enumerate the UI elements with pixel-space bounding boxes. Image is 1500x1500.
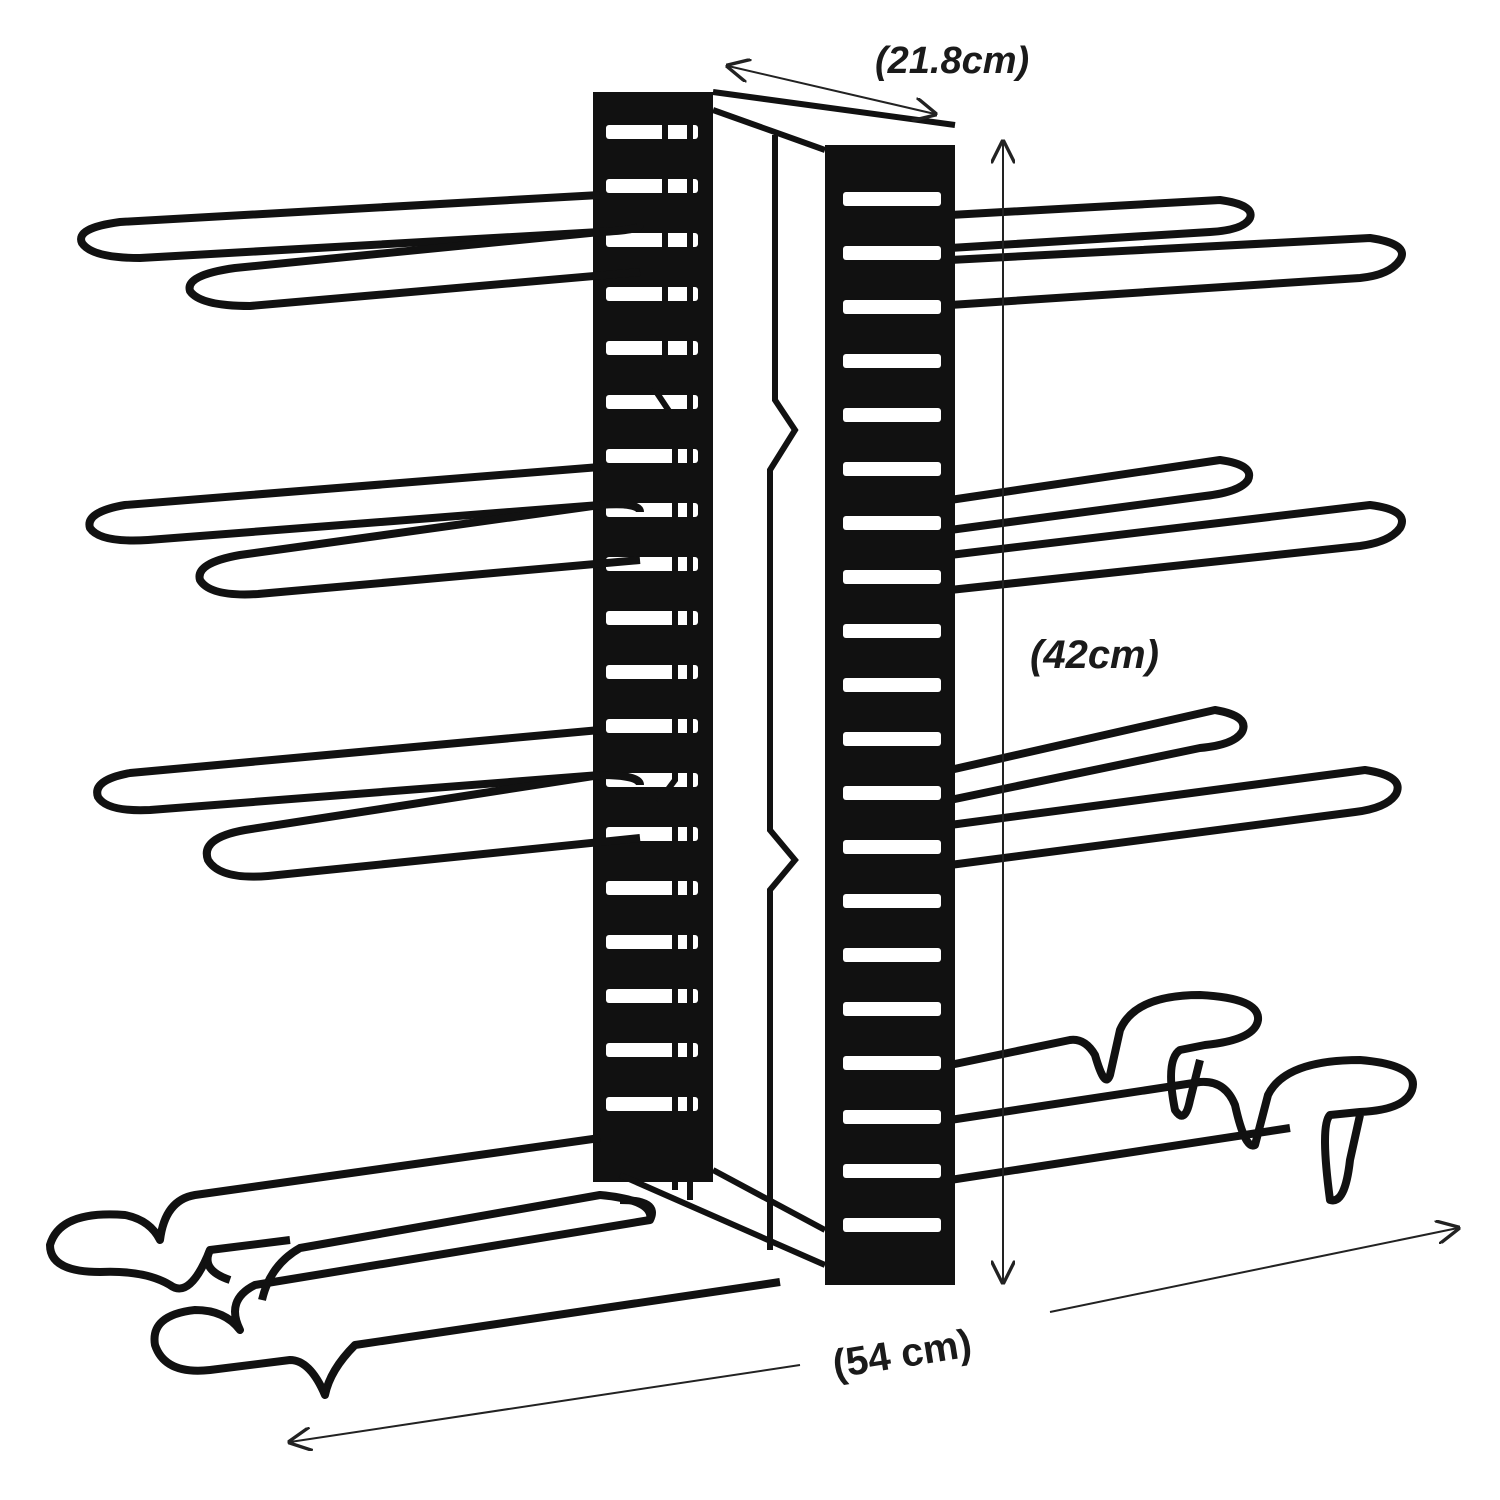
- panel-slot: [843, 1164, 941, 1178]
- panel-slot: [843, 1056, 941, 1070]
- panel-slot: [843, 516, 941, 530]
- width-arrow-right: [1049, 1228, 1458, 1313]
- panel-slot: [606, 233, 698, 247]
- panel-slot: [843, 462, 941, 476]
- panel-slot: [843, 732, 941, 746]
- panel-slot: [606, 341, 698, 355]
- panel-slot: [843, 408, 941, 422]
- panel-slot: [843, 1002, 941, 1016]
- panel-slot: [843, 246, 941, 260]
- depth-arrow: [728, 66, 935, 114]
- panel-slot: [606, 935, 698, 949]
- panel-slot: [843, 786, 941, 800]
- panel-slot: [843, 678, 941, 692]
- right-arms: [949, 196, 1406, 869]
- panel-slot: [843, 840, 941, 854]
- panel-slot: [843, 570, 941, 584]
- front-frame-panel: [825, 145, 955, 1285]
- panel-slot: [843, 894, 941, 908]
- panel-slot: [606, 287, 698, 301]
- panel-slot: [606, 125, 698, 139]
- panel-slot: [843, 1110, 941, 1124]
- dimension-lines: [290, 66, 1458, 1442]
- panel-slot: [606, 1097, 698, 1111]
- panel-slot: [843, 192, 941, 206]
- front-panel-slots: [843, 192, 941, 1232]
- panel-slot: [606, 395, 698, 409]
- back-frame-panel: [593, 92, 713, 1182]
- panel-slot: [843, 354, 941, 368]
- panel-slot: [606, 989, 698, 1003]
- panel-slot: [843, 624, 941, 638]
- panel-slot: [606, 881, 698, 895]
- panel-slot: [606, 449, 698, 463]
- panel-slot: [843, 300, 941, 314]
- left-arms: [77, 191, 644, 881]
- depth-dimension-label: (21.8cm): [875, 40, 1029, 82]
- panel-slot: [606, 1043, 698, 1057]
- panel-slot: [606, 719, 698, 733]
- width-arrow-left: [290, 1364, 801, 1442]
- width-dimension-label: (54 cm): [830, 1322, 975, 1387]
- panel-slot: [843, 948, 941, 962]
- base-rails: [46, 991, 1417, 1399]
- panel-slot: [606, 179, 698, 193]
- panel-slot: [843, 1218, 941, 1232]
- panel-slot: [606, 665, 698, 679]
- panel-slot: [606, 611, 698, 625]
- height-dimension-label: (42cm): [1030, 633, 1159, 677]
